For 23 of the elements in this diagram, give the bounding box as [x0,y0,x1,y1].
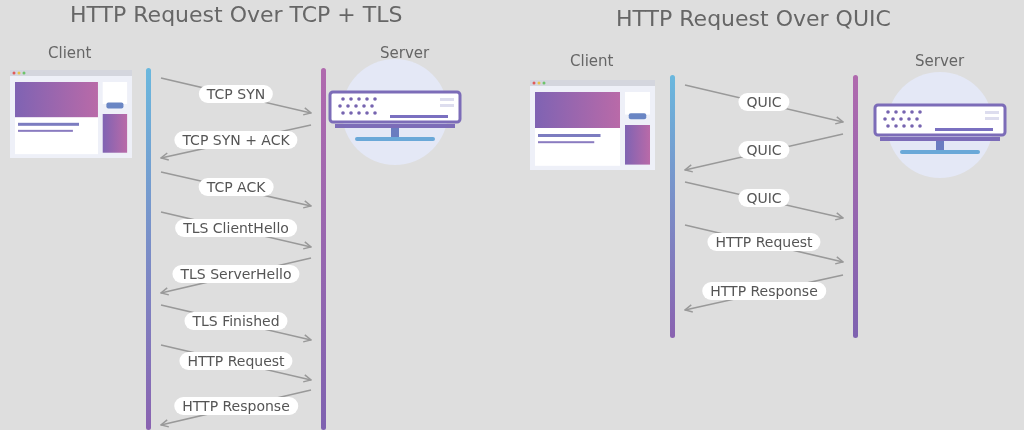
edge-label: HTTP Request [707,232,821,251]
lifeline-title: Server [380,44,430,62]
lifeline-bar [321,68,326,430]
edge-label: TLS ClientHello [175,218,297,237]
edge-label: TCP SYN + ACK [174,130,298,149]
edge-label: QUIC [738,189,790,207]
edge-label: TCP SYN [198,84,274,103]
edge-label: TLS ServerHello [172,264,300,283]
edge-label: HTTP Request [179,351,293,370]
heading: HTTP Request Over TCP + TLS [70,2,403,27]
edge-label: TCP ACK [198,178,274,196]
lifeline-title: Client [48,44,92,62]
edge-label: HTTP Response [702,281,826,300]
lifeline-bar [146,68,151,430]
heading: HTTP Request Over QUIC [616,6,891,31]
lifeline-title: Client [570,52,614,70]
edge-label: HTTP Response [174,396,298,415]
edge-label: QUIC [738,92,790,111]
lifeline-bar [670,75,675,338]
edge-label: TLS Finished [184,311,288,330]
lifeline-bar [853,75,858,338]
edge-label: QUIC [738,141,790,159]
lifeline-title: Server [915,52,965,70]
